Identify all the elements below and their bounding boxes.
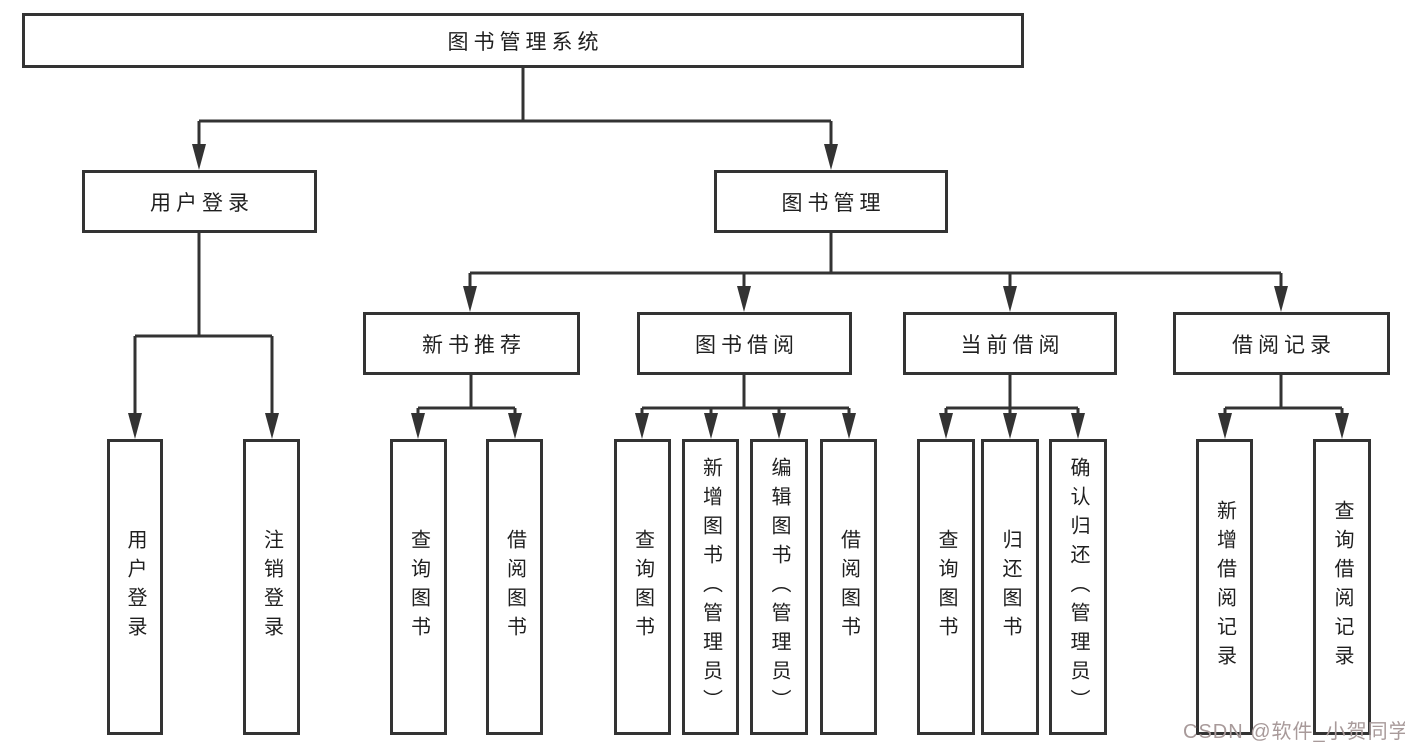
node-book-management: 图书管理 [714, 170, 948, 233]
node-user-login-label: 用户登录 [150, 191, 254, 215]
leaf-query-borrow-record-label: 查询借阅记录 [1331, 500, 1353, 674]
leaf-add-borrow-record-label: 新增借阅记录 [1213, 500, 1236, 674]
node-root: 图书管理系统 [22, 13, 1024, 68]
node-current-borrowing: 当前借阅 [903, 312, 1117, 375]
node-new-book-recommend: 新书推荐 [363, 312, 580, 375]
node-book-borrowing: 图书借阅 [637, 312, 852, 375]
leaf-confirm-return-admin-label: 确认归还（管理员） [1067, 456, 1089, 718]
node-current-borrowing-label: 当前借阅 [960, 333, 1065, 357]
leaf-borrow-books-recommend-label: 借阅图书 [503, 529, 526, 645]
arrowhead-icons [128, 144, 1349, 439]
leaf-borrow-books: 借阅图书 [820, 439, 877, 735]
leaf-logout: 注销登录 [243, 439, 300, 735]
node-root-label: 图书管理系统 [447, 30, 604, 54]
leaf-add-borrow-record: 新增借阅记录 [1196, 439, 1253, 735]
leaf-add-book-admin-label: 新增图书（管理员） [699, 456, 722, 718]
connector-paths [133, 68, 1344, 417]
node-book-borrowing-label: 图书借阅 [695, 333, 799, 357]
leaf-query-books-recommend: 查询图书 [390, 439, 447, 735]
leaf-edit-book-admin-label: 编辑图书（管理员） [768, 456, 790, 718]
csdn-watermark: CSDN @软件_小贺同学 [1183, 721, 1405, 743]
leaf-user-login-label: 用户登录 [124, 529, 146, 645]
leaf-add-book-admin: 新增图书（管理员） [682, 439, 739, 735]
leaf-confirm-return-admin: 确认归还（管理员） [1049, 439, 1107, 735]
leaf-query-borrow-record: 查询借阅记录 [1313, 439, 1371, 735]
node-borrow-records: 借阅记录 [1173, 312, 1390, 375]
leaf-query-books-recommend-label: 查询图书 [407, 529, 430, 645]
node-new-book-recommend-label: 新书推荐 [422, 333, 526, 357]
leaf-return-books: 归还图书 [981, 439, 1039, 735]
leaf-edit-book-admin: 编辑图书（管理员） [750, 439, 808, 735]
leaf-return-books-label: 归还图书 [999, 529, 1021, 645]
node-user-login: 用户登录 [82, 170, 317, 233]
leaf-borrow-books-recommend: 借阅图书 [486, 439, 543, 735]
leaf-query-books-borrow: 查询图书 [614, 439, 671, 735]
leaf-query-books-current-label: 查询图书 [935, 529, 957, 645]
leaf-logout-label: 注销登录 [260, 529, 283, 645]
leaf-query-books-borrow-label: 查询图书 [631, 529, 654, 645]
node-book-management-label: 图书管理 [781, 191, 886, 215]
leaf-user-login: 用户登录 [107, 439, 163, 735]
leaf-borrow-books-label: 借阅图书 [837, 529, 860, 645]
leaf-query-books-current: 查询图书 [917, 439, 975, 735]
node-borrow-records-label: 借阅记录 [1232, 333, 1336, 357]
